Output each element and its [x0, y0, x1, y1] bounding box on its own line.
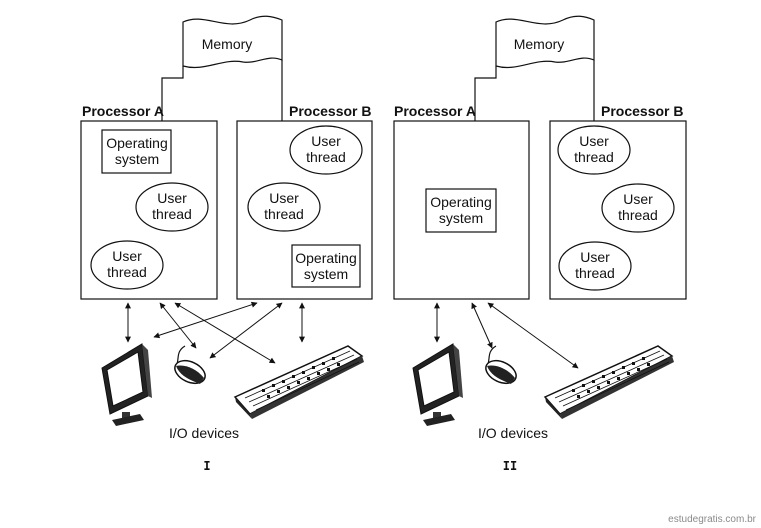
user-thread: User thread [247, 182, 321, 232]
memory-label: Memory [514, 36, 565, 52]
svg-text:User: User [157, 190, 187, 206]
user-thread: User thread [601, 183, 675, 233]
svg-text:User: User [623, 191, 653, 207]
io-arrows [434, 302, 579, 369]
os-box: Operating system [425, 188, 497, 233]
svg-text:system: system [304, 266, 348, 282]
panel-numeral: I [203, 459, 210, 473]
svg-text:User: User [269, 190, 299, 206]
svg-text:thread: thread [152, 206, 192, 222]
monitor-icon [101, 343, 152, 426]
memory-bus-a [474, 66, 497, 121]
memory-label: Memory [202, 36, 253, 52]
svg-text:thread: thread [618, 207, 658, 223]
svg-text:Operating: Operating [106, 135, 167, 151]
processor-b-label: Processor B [289, 103, 371, 119]
svg-text:thread: thread [107, 264, 147, 280]
memory-banner: Memory [495, 15, 595, 69]
user-thread: User thread [558, 241, 632, 291]
mouse-icon [174, 345, 206, 385]
monitor-icon [412, 343, 463, 426]
io-devices-label: I/O devices [169, 425, 239, 441]
keyboard-icon [543, 345, 674, 419]
memory-bus-a [161, 66, 184, 121]
svg-text:User: User [579, 133, 609, 149]
svg-text:User: User [580, 249, 610, 265]
svg-text:Operating: Operating [295, 250, 356, 266]
mouse-icon [485, 345, 517, 385]
panel-II: Memory Processor A Operating system Proc… [393, 15, 687, 473]
processor-a-label: Processor A [82, 103, 164, 119]
svg-text:User: User [112, 248, 142, 264]
svg-text:system: system [439, 210, 483, 226]
processor-b-label: Processor B [601, 103, 683, 119]
user-thread: User thread [90, 240, 164, 290]
user-thread: User thread [557, 125, 631, 175]
svg-text:thread: thread [264, 206, 304, 222]
svg-text:Operating: Operating [430, 194, 491, 210]
processor-a-label: Processor A [394, 103, 476, 119]
os-box: Operating system [291, 244, 361, 288]
svg-text:thread: thread [575, 265, 615, 281]
panel-I: Memory Processor A Operating system User… [80, 15, 373, 473]
user-thread: User thread [135, 182, 209, 232]
io-arrows [125, 301, 305, 364]
io-devices-label: I/O devices [478, 425, 548, 441]
svg-text:User: User [311, 133, 341, 149]
user-thread: User thread [289, 125, 363, 175]
keyboard-icon [233, 345, 364, 419]
watermark: estudegratis.com.br [668, 514, 756, 525]
svg-text:thread: thread [574, 149, 614, 165]
svg-text:thread: thread [306, 149, 346, 165]
panel-numeral: II [503, 459, 517, 473]
memory-banner: Memory [182, 15, 283, 69]
os-box: Operating system [101, 129, 172, 174]
svg-text:system: system [115, 151, 159, 167]
